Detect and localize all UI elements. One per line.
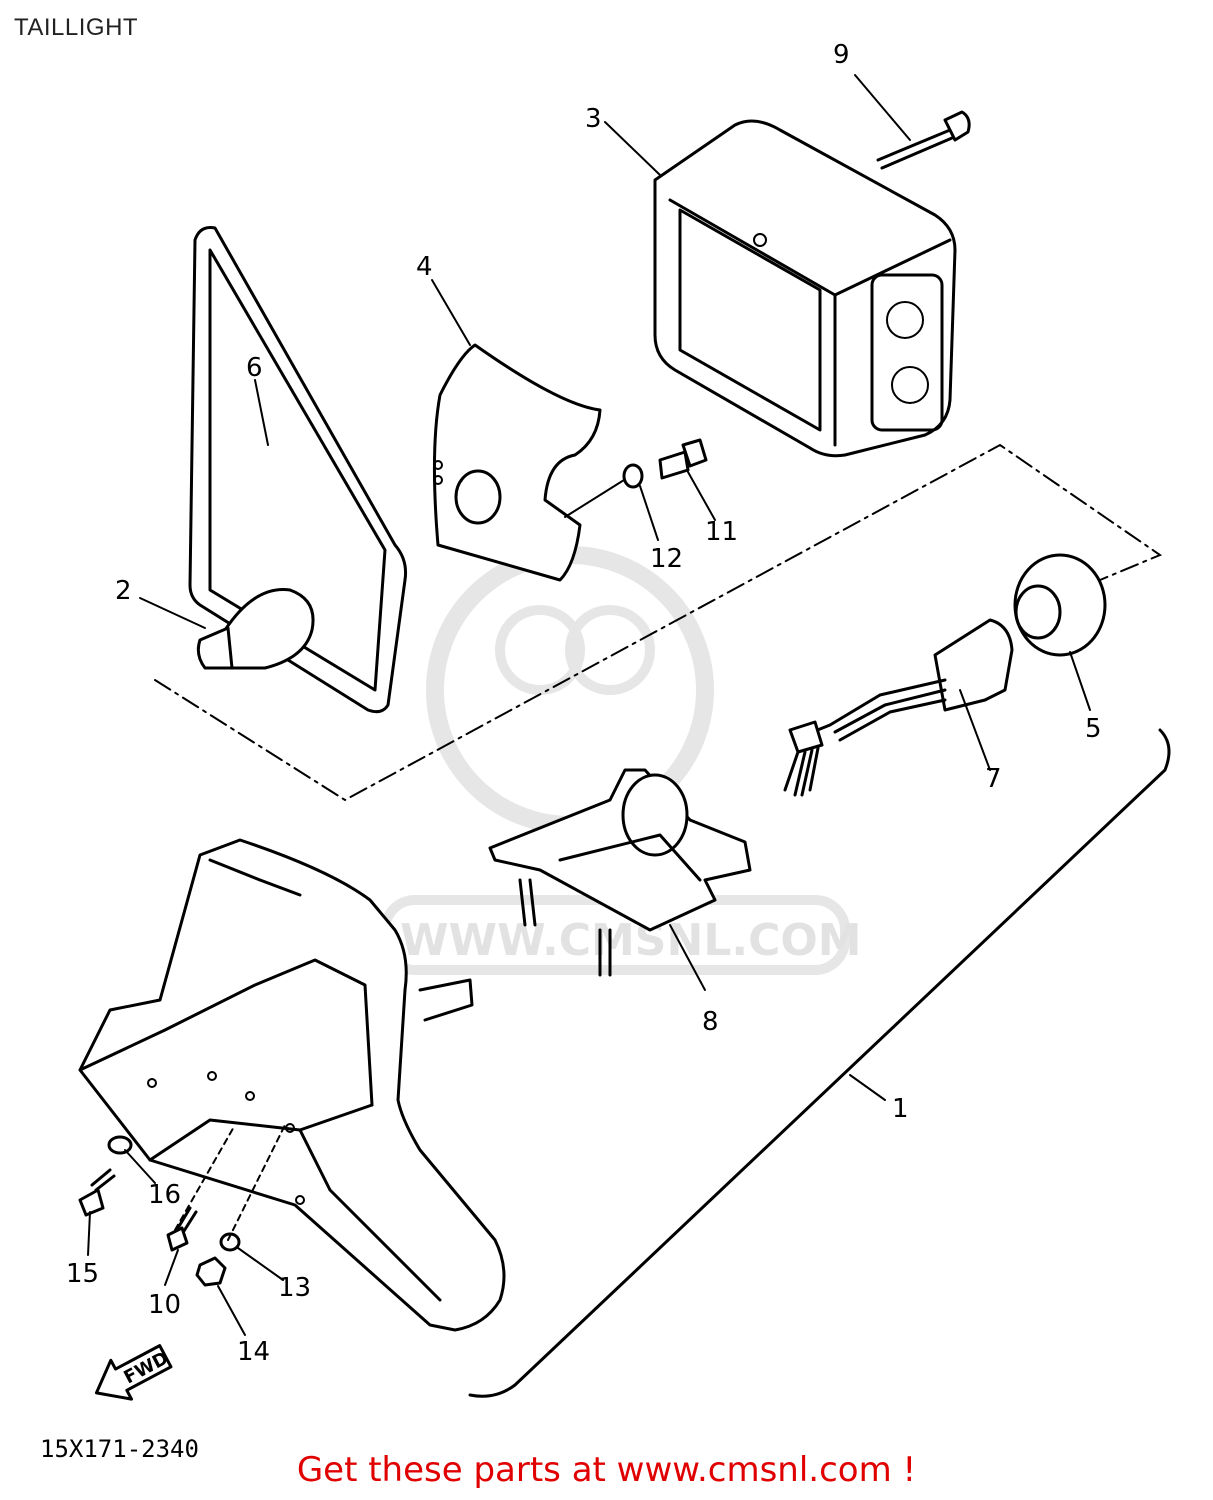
- callout-8: 8: [702, 1007, 719, 1037]
- leader-lines: [87, 74, 1091, 1336]
- part-nut-14: [195, 1256, 227, 1287]
- page-title: TAILLIGHT: [14, 14, 139, 41]
- callout-11: 11: [705, 517, 738, 547]
- part-1-group-bracket: [468, 728, 1171, 1398]
- callout-9: 9: [833, 40, 850, 70]
- part-grommet: [1013, 553, 1107, 657]
- callout-3: 3: [585, 104, 602, 134]
- part-bracket: [488, 768, 752, 977]
- part-housing: [653, 119, 957, 458]
- callout-1: 1: [892, 1094, 909, 1124]
- part-screw-15: [78, 1168, 116, 1217]
- part-socket-cord: [783, 618, 1014, 797]
- watermark-text: WWW.CMSNL.COM: [400, 915, 862, 966]
- callout-7: 7: [985, 764, 1002, 794]
- part-washer-16: [107, 1135, 133, 1155]
- part-lens: [188, 226, 407, 714]
- promo-link[interactable]: Get these parts at www.cmsnl.com !: [296, 1450, 917, 1490]
- callout-4: 4: [416, 252, 433, 282]
- callout-5: 5: [1085, 714, 1102, 744]
- callout-16: 16: [148, 1180, 181, 1210]
- part-cover: [432, 343, 602, 582]
- callout-10: 10: [148, 1290, 181, 1320]
- part-base: [78, 838, 506, 1332]
- part-washer-12: [564, 463, 644, 518]
- callout-14: 14: [237, 1337, 270, 1367]
- callout-2: 2: [115, 576, 132, 606]
- part-bulb: [196, 588, 315, 670]
- callout-12: 12: [650, 544, 683, 574]
- assembly-outline: [154, 443, 1163, 802]
- part-screw-9: [876, 110, 971, 170]
- callout-15: 15: [66, 1259, 99, 1289]
- fwd-arrow: FWD: [94, 1344, 173, 1401]
- callout-13: 13: [278, 1273, 311, 1303]
- drawing-code: 15X171-2340: [40, 1435, 199, 1463]
- part-bolt-10: [166, 1206, 198, 1252]
- callout-6: 6: [246, 353, 263, 383]
- part-screw-11: [658, 438, 708, 480]
